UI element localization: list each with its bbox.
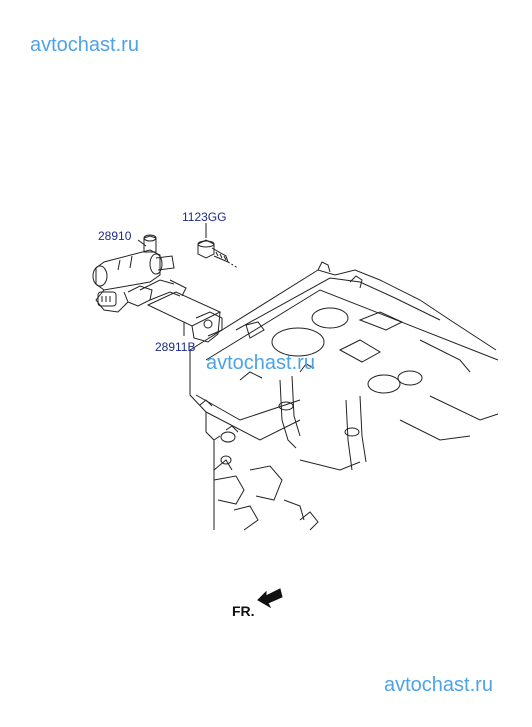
part-label-28911b[interactable]: 28911B bbox=[155, 340, 196, 354]
part-label-1123gg[interactable]: 1123GG bbox=[182, 210, 227, 224]
watermark-bottom: avtochast.ru bbox=[384, 674, 493, 696]
front-direction-label: FR. bbox=[232, 603, 255, 619]
front-direction-arrow bbox=[257, 588, 283, 609]
bracket bbox=[146, 279, 223, 343]
purge-valve bbox=[92, 234, 175, 313]
bolt bbox=[197, 239, 229, 263]
watermark-middle: avtochast.ru bbox=[206, 352, 315, 374]
part-label-28910[interactable]: 28910 bbox=[98, 229, 132, 243]
engine-block bbox=[189, 261, 499, 531]
leader-lines bbox=[137, 223, 239, 336]
watermark-top: avtochast.ru bbox=[30, 34, 139, 56]
